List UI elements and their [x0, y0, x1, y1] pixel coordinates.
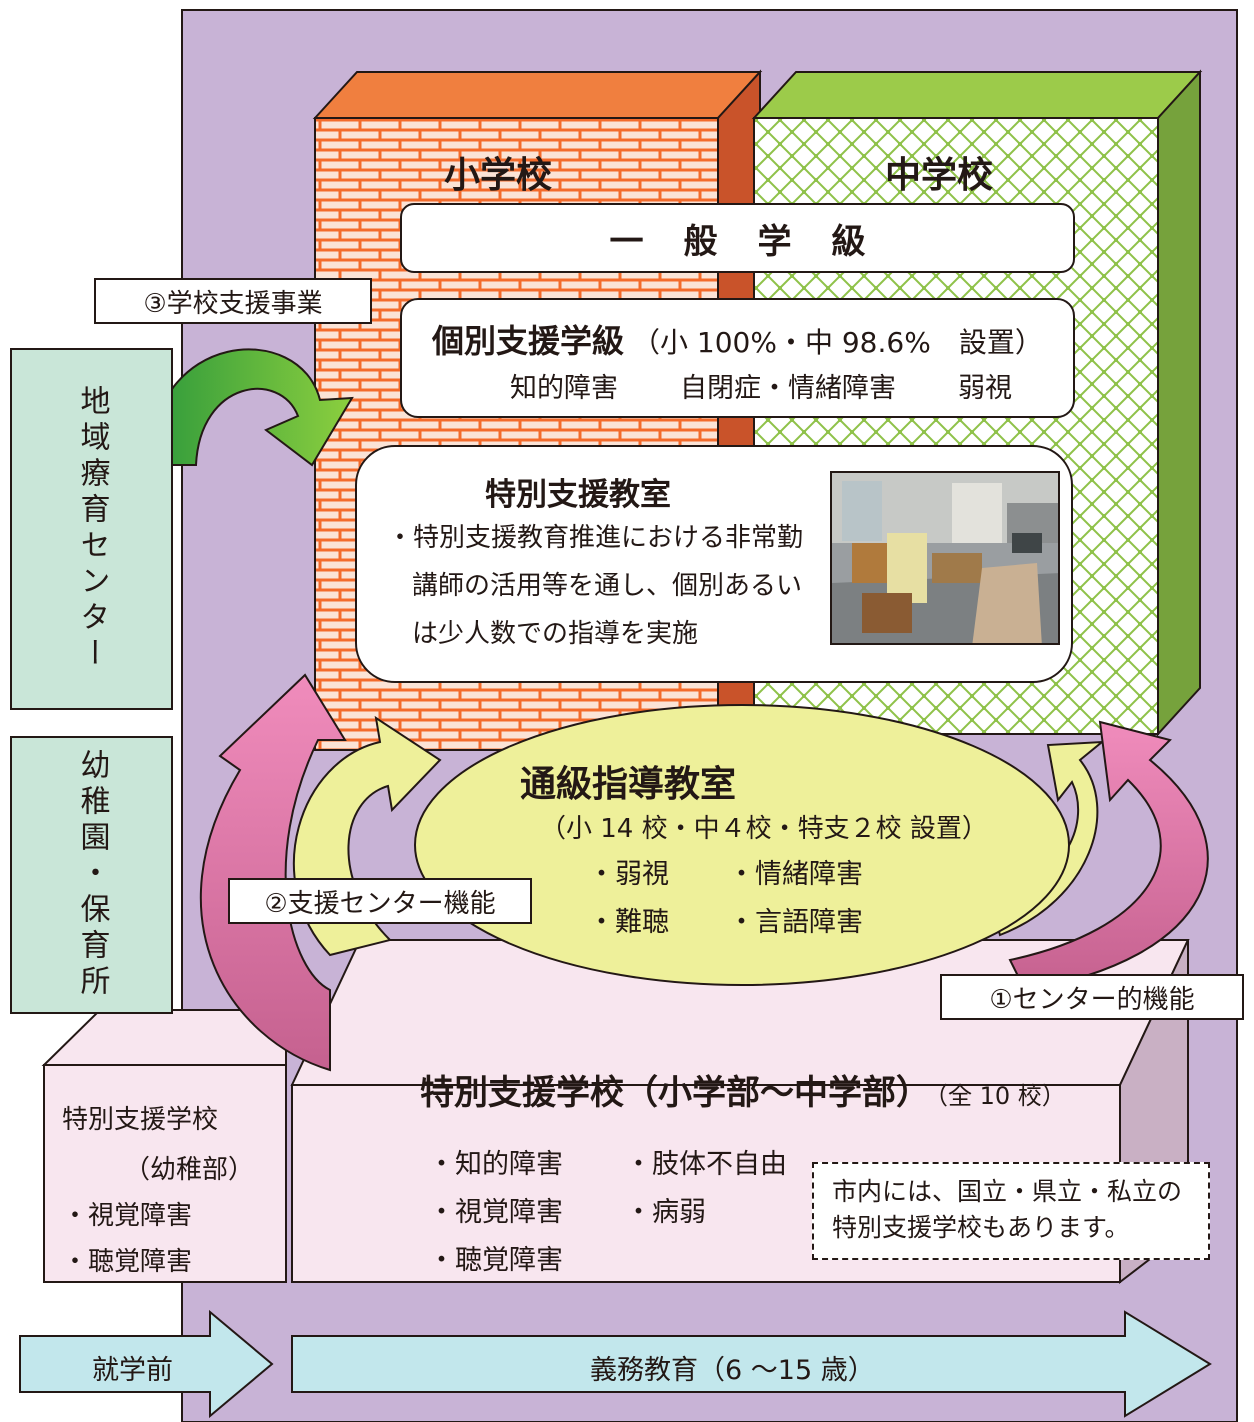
resource-item-nancho: ・難聴: [588, 907, 669, 938]
ryoiku-center-label: 地域療育センター: [74, 385, 110, 673]
special-room-line-3: は少人数での指導を実施: [412, 619, 699, 649]
special-item-byojaku: ・病弱: [625, 1197, 706, 1228]
note-line-2: 特別支援学校もあります。: [832, 1213, 1130, 1242]
resource-item-gengo: ・言語障害: [728, 907, 863, 938]
elementary-roof: [312, 71, 763, 119]
individual-item-jakushi: 弱視: [958, 373, 1012, 404]
special-item-chiteki: ・知的障害: [428, 1149, 563, 1180]
kindergarten-item-shikaku: ・視覚障害: [62, 1201, 193, 1231]
kinder-front: [43, 1064, 287, 1283]
school-support-arrow: [148, 348, 354, 467]
right-pink-arrow: [1008, 720, 1209, 992]
youchien-label: 幼稚園・保育所: [74, 749, 110, 1001]
special-room-box: 特別支援教室 ・特別支援教育推進における非常勤 講師の活用等を通し、個別あるい …: [355, 445, 1073, 683]
individual-class-note: （小 100%・中 98.6% 設置）: [632, 326, 1043, 359]
special-item-chokaku: ・聴覚障害: [428, 1245, 563, 1276]
youchien-box: 幼稚園・保育所: [10, 736, 173, 1014]
note-box: 市内には、国立・県立・私立の 特別支援学校もあります。: [812, 1162, 1210, 1260]
special-room-title: 特別支援教室: [485, 477, 671, 513]
center-function-label: ①センター的機能: [940, 974, 1244, 1020]
special-item-shitai: ・肢体不自由: [625, 1149, 787, 1180]
compulsory-arrow: [291, 1310, 1212, 1418]
compulsory-label: 義務教育（6 〜15 歳）: [590, 1355, 875, 1386]
preschool-label: 就学前: [92, 1355, 173, 1386]
individual-class-heading: 個別支援学級（小 100%・中 98.6% 設置）: [432, 316, 1043, 362]
classroom-photo: [830, 471, 1060, 645]
special-room-line-2: 講師の活用等を通し、個別あるい: [412, 571, 803, 601]
special-item-shikaku: ・視覚障害: [428, 1197, 563, 1228]
support-center-label: ②支援センター機能: [228, 878, 532, 924]
kindergarten-title: 特別支援学校: [62, 1105, 219, 1135]
note-line-1: 市内には、国立・県立・私立の: [832, 1177, 1183, 1206]
left-pink-arrow: [199, 673, 347, 1072]
special-school-title: 特別支援学校（小学部〜中学部）: [420, 1073, 930, 1113]
junior-high-title: 中学校: [885, 155, 994, 196]
individual-item-jiheisho: 自閉症・情緒障害: [680, 373, 896, 404]
individual-class-box: 個別支援学級（小 100%・中 98.6% 設置） 知的障害 自閉症・情緒障害 …: [400, 298, 1075, 418]
resource-item-jocho: ・情緒障害: [728, 859, 863, 890]
resource-item-jakushi: ・弱視: [588, 859, 669, 890]
individual-class-title: 個別支援学級: [432, 322, 625, 360]
ryoiku-center-box: 地域療育センター: [10, 348, 173, 710]
elementary-title: 小学校: [444, 155, 553, 196]
kindergarten-item-chokaku: ・聴覚障害: [62, 1247, 193, 1277]
resource-room-ellipse: [414, 704, 1070, 986]
preschool-arrow: [19, 1309, 274, 1419]
individual-item-chiteki: 知的障害: [510, 373, 618, 404]
kindergarten-sub: （幼稚部）: [124, 1155, 255, 1185]
general-class-box: 一般学級: [400, 203, 1075, 273]
school-support-label: ③学校支援事業: [94, 278, 372, 324]
special-room-line-1: ・特別支援教育推進における非常勤: [387, 523, 804, 553]
kindergarten-box: 特別支援学校 （幼稚部） ・視覚障害 ・聴覚障害: [44, 1065, 286, 1282]
junior-side: [1157, 69, 1201, 737]
resource-room-title: 通級指導教室: [520, 764, 737, 805]
resource-room-note: （小 14 校・中４校・特支２校 設置）: [540, 814, 988, 844]
special-school-count: （全 10 校）: [936, 1082, 1066, 1110]
junior-roof: [751, 71, 1203, 119]
classroom-photo-illustration: [832, 473, 1058, 643]
special-school-heading: 特別支援学校（小学部〜中学部）（全 10 校）: [420, 1065, 1066, 1114]
